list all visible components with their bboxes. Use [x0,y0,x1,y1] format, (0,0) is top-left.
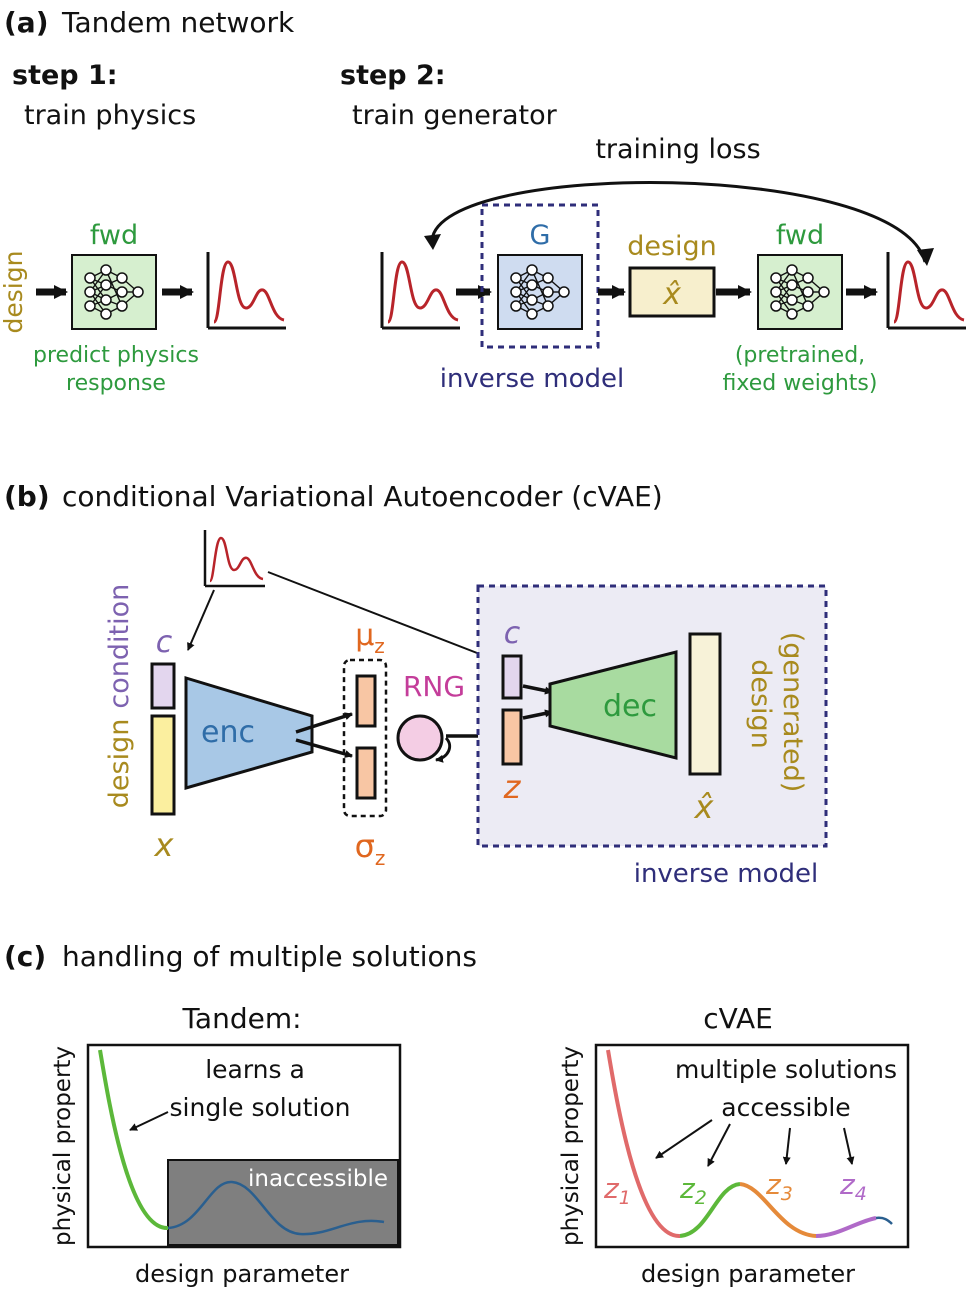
mu-bar [355,674,377,728]
multi-line-2: accessible [721,1093,850,1122]
step1-desc: train physics [24,100,196,131]
tandem-plot-title: Tandem: [181,1002,301,1035]
training-loss-arc [430,181,927,263]
learns-line-2: single solution [170,1093,351,1122]
multi-line-1: multiple solutions [675,1055,897,1084]
c-right-label: c [504,616,521,651]
c-left-label: c [156,625,173,660]
encoder-label: enc [201,715,255,750]
z-bar [501,708,523,766]
sigma-bar [355,746,377,800]
step2-desc: train generator [352,100,558,131]
rng-loop-arrow [435,736,452,763]
tandem-ylabel: physical property [50,1046,76,1246]
z1-label: z1 [603,1172,631,1209]
design-xhat-box [628,266,716,318]
arrow-enc-to-mu [295,712,353,734]
training-loss-label: training loss [595,134,760,165]
panel-c: (c) handling of multiple solutions Tande… [4,940,910,1288]
sigma-label: σz [355,827,386,870]
arrow-to-single-solution [129,1111,169,1131]
inverse-model-label-b: inverse model [634,859,819,889]
panel-a-title: Tandem network [61,6,295,39]
cvae-curve-z1 [606,1049,681,1239]
generated-xhat-label: x̂ [694,788,715,826]
panel-c-title: handling of multiple solutions [62,940,477,973]
arc-head-right [917,248,934,266]
response-plot-3 [886,252,966,330]
arrow-to-z1 [655,1119,713,1159]
response-plot-2 [380,252,460,330]
cvae-curve-tail [875,1216,893,1225]
design-vertical-label: design [0,251,28,334]
design-word: design [104,719,135,809]
decoder-label: dec [603,689,657,724]
generated-design-bar [688,632,722,776]
arrow-enc-to-sigma [295,738,353,758]
z-label: z [503,768,522,806]
panel-b-title: conditional Variational Autoencoder (cVA… [62,480,663,513]
cvae-curve-z3 [739,1182,817,1238]
rng-circle [396,714,444,762]
arrow-c-to-dec [522,684,553,695]
inverse-model-frame-a [480,203,600,349]
panel-a-tag: (a) [4,6,49,39]
design-label-a: design [627,231,717,262]
fwd1-label: fwd [90,220,138,251]
arrow-cond-to-c-left [187,589,215,651]
rng-label: RNG [403,670,465,703]
arrow-to-z3 [782,1127,791,1165]
mu-label: μz [355,618,385,658]
z4-label: z4 [839,1168,867,1205]
pretrained-line-1: (pretrained, [735,343,865,368]
cvae-plot-frame [594,1043,910,1249]
panel-a: (a) Tandem network step 1: train physics… [0,6,966,396]
condition-response-plot [203,530,265,588]
cvae-xlabel: design parameter [641,1260,855,1288]
G-label: G [530,220,551,251]
step2-label: step 2: [340,60,446,91]
z3-label: z3 [765,1168,793,1205]
design-condition-vertical: design condition [104,584,135,808]
pretrained-line-2: fixed weights) [723,371,878,396]
tandem-accessible-curve [98,1049,169,1231]
arc-head-left [424,234,441,250]
x-left-label: x [154,826,175,864]
inverse-model-label-a: inverse model [440,364,625,394]
fwd2-label: fwd [776,220,824,251]
predict-line-2: response [66,371,166,396]
cvae-curve-z4 [815,1216,877,1238]
panel-b-tag: (b) [4,480,50,513]
decoder-trapezoid [548,650,678,760]
design-xhat-symbol: x̂ [662,277,681,312]
panel-c-tag: (c) [4,940,46,973]
design-generated-line-2: (generated) [777,632,808,793]
cvae-ylabel: physical property [558,1046,584,1246]
inaccessible-region [167,1159,399,1246]
tandem-inaccessible-curve [167,1180,385,1236]
latent-params-frame [342,658,388,818]
cvae-plot-title: cVAE [703,1002,773,1035]
c-left-bar [150,662,176,710]
design-generated-line-1: design [745,659,776,749]
inaccessible-label: inaccessible [248,1166,388,1192]
predict-line-1: predict physics [33,343,199,368]
learns-line-1: learns a [205,1055,305,1084]
arrow-z-to-dec [522,709,553,720]
cvae-curve-z2 [679,1182,741,1238]
tandem-xlabel: design parameter [135,1260,349,1288]
condition-word: condition [104,584,135,709]
arrow-to-z4 [843,1127,855,1165]
x-left-bar [150,714,176,816]
panel-b: (b) conditional Variational Autoencoder … [4,480,828,889]
response-plot-1 [206,252,286,330]
arrow-to-z2 [707,1123,731,1167]
arrow-cond-to-c-right [267,571,491,660]
step1-label: step 1: [12,60,118,91]
z2-label: z2 [679,1172,707,1209]
c-right-bar [501,654,523,700]
encoder-trapezoid [184,675,314,790]
